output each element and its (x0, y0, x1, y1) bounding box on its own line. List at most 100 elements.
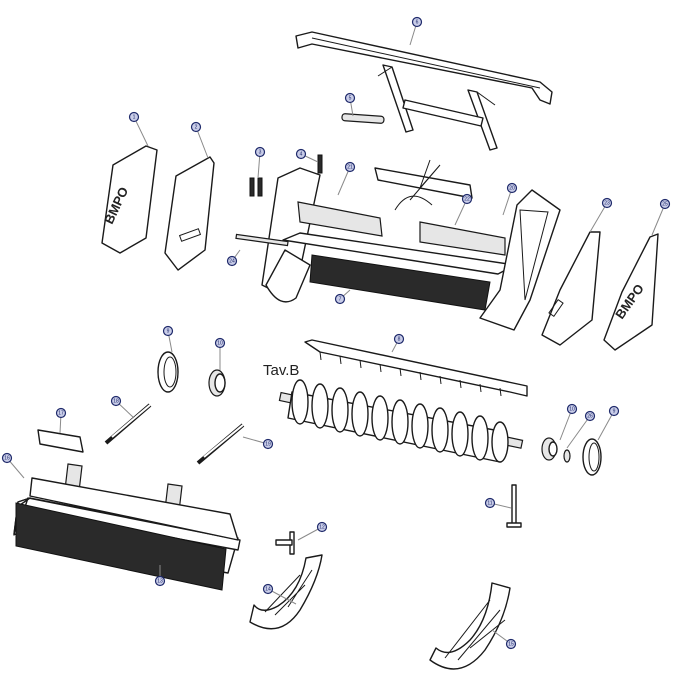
callout-number: 18 (113, 398, 119, 404)
leader-line (597, 410, 615, 441)
callout-bubble (344, 161, 356, 173)
side-cover-outer-right: BMPO (603, 233, 659, 351)
leader-line (195, 126, 209, 159)
callout-bubble (659, 198, 671, 210)
leader-line (566, 415, 591, 449)
callout-bubble (601, 197, 613, 209)
callout-bubble (411, 16, 423, 28)
bracket (275, 531, 295, 555)
callout-number: 15 (508, 641, 514, 647)
callout-plate: 17 (55, 407, 67, 434)
callout-number: 20 (509, 185, 515, 191)
callout-chain-curtain-rear: 13 (154, 565, 166, 587)
callout-number: 10 (217, 340, 223, 346)
callout-bubble (254, 146, 266, 158)
callout-number: 2 (195, 124, 198, 130)
callout-bearing-cover-right: 9 (597, 405, 620, 441)
callout-side-cover-outer-left: 1 (128, 111, 149, 147)
callout-bubble (262, 438, 274, 450)
callout-bubble (316, 521, 328, 533)
callout-number: 16 (4, 455, 10, 461)
callout-top-frame: 6 (409, 16, 423, 46)
pin (341, 113, 385, 124)
leader-line (133, 116, 149, 147)
cylinder-right (196, 423, 245, 465)
callout-number: 10 (569, 406, 575, 412)
callout-number: 17 (58, 410, 64, 416)
leader-line (267, 588, 297, 605)
rotor (278, 379, 524, 463)
chain-curtain-rear (15, 502, 227, 591)
callout-bubble (214, 337, 226, 349)
callout-nut: 26 (566, 410, 596, 449)
callout-number: 12 (319, 524, 325, 530)
callout-chain-curtain-front: 7 (334, 289, 351, 305)
skid-left (249, 554, 323, 630)
top-frame (295, 31, 553, 151)
skid-right (429, 582, 511, 670)
counter-blade (304, 339, 528, 397)
callout-bubble (262, 583, 274, 595)
callout-bubble (110, 395, 122, 407)
callout-bubble (226, 255, 238, 267)
nut (563, 449, 571, 463)
callout-bubble (584, 410, 596, 422)
callout-cylinder-left: 18 (110, 395, 135, 419)
cylinder-left (104, 403, 152, 445)
callout-skid-right: 15 (491, 629, 517, 650)
callout-bubble (393, 333, 405, 345)
bolt (317, 154, 323, 174)
callout-rear-door: 16 (1, 452, 25, 479)
callout-bubble (484, 497, 496, 509)
bearing-left (208, 369, 226, 397)
callout-hood-right: 22 (454, 193, 473, 226)
callout-number: 19 (265, 441, 271, 447)
callout-number: 6 (416, 19, 419, 25)
callout-bolts: 3 (254, 146, 266, 179)
callout-bubble (506, 182, 518, 194)
callout-bubble (190, 121, 202, 133)
callout-number: 3 (259, 149, 262, 155)
callout-bubble (55, 407, 67, 419)
callout-bubble (334, 293, 346, 305)
callout-number: 5 (349, 95, 352, 101)
callout-number: 8 (398, 336, 401, 342)
stand (506, 484, 522, 528)
leader-line (589, 202, 608, 233)
main-housing (261, 159, 561, 331)
callout-bubble (154, 575, 166, 587)
callout-bolt: 4 (295, 148, 319, 163)
callout-bubble (128, 111, 140, 123)
shaft (235, 233, 289, 247)
callout-bubble (162, 325, 174, 337)
bolts (249, 177, 263, 197)
leader-line (559, 408, 573, 441)
callout-counter-blade: 8 (391, 333, 405, 353)
bearing-right (541, 437, 558, 461)
callout-bubble (566, 403, 578, 415)
callout-number: 23 (604, 200, 610, 206)
side-plate-right (541, 231, 601, 346)
callout-number: 22 (464, 196, 470, 202)
callout-number: 7 (339, 296, 342, 302)
callout-pin: 5 (344, 92, 356, 117)
callout-stand: 11 (484, 497, 512, 509)
callout-side-plate-right: 23 (589, 197, 613, 233)
callout-bubble (344, 92, 356, 104)
callout-number: 24 (229, 258, 235, 264)
callout-side-cover-outer-right: 25 (651, 198, 671, 236)
callout-bearing-left: 10 (214, 337, 226, 370)
callout-bubble (505, 638, 517, 650)
leader-line (651, 203, 666, 236)
callout-bracket: 12 (297, 521, 328, 541)
callout-number: 21 (347, 164, 353, 170)
assembly-reference-label: Tav.B (263, 362, 300, 379)
callout-bubble (295, 148, 307, 160)
callout-side-plate-left: 2 (190, 121, 209, 159)
callout-number: 9 (613, 408, 616, 414)
side-cover-outer-left: BMPO (101, 145, 158, 254)
bearing-cover-right (582, 438, 602, 476)
callout-number: 13 (157, 578, 163, 584)
